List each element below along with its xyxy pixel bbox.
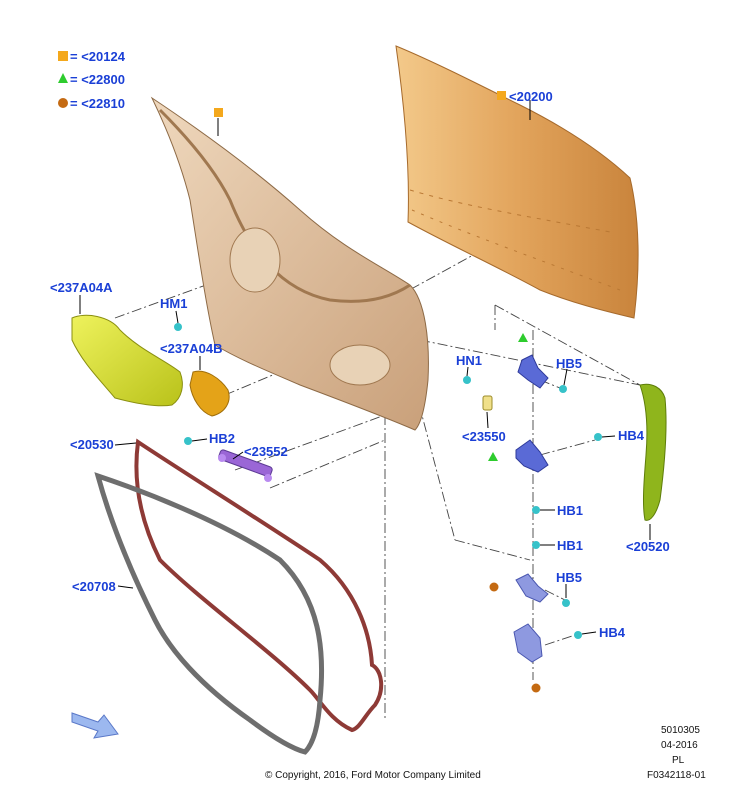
diagram-date: 04-2016: [661, 740, 698, 751]
figure-number: F0342118-01: [647, 770, 706, 781]
door-outer-panel: [395, 45, 639, 319]
diagram-lang: PL: [672, 755, 685, 766]
callout-hm1: HM1: [160, 296, 187, 311]
insulator-small: [189, 370, 230, 417]
callout-23552: <23552: [244, 444, 288, 459]
bolt-hb2: [184, 437, 192, 445]
weatherstrip-red: [134, 438, 384, 733]
legend-triangle-icon: [58, 73, 68, 83]
marker-circle-upper: [489, 582, 499, 592]
marker-square-frame: [214, 108, 223, 117]
legend-square-icon: [58, 51, 68, 61]
callout-20520: <20520: [626, 539, 670, 554]
callout-hb1-lower: HB1: [557, 538, 583, 553]
diagram-code: 5010305: [661, 725, 700, 736]
copyright-text: © Copyright, 2016, Ford Motor Company Li…: [265, 770, 481, 781]
legend-circle-icon: [58, 98, 68, 108]
callout-20200: <20200: [509, 89, 553, 104]
legend-label-22810: = <22810: [70, 96, 125, 111]
callout-hb4-upper: HB4: [618, 428, 645, 443]
leader-lines: [79, 100, 651, 635]
hinge-upper-2: [515, 439, 549, 473]
callout-hb2: HB2: [209, 431, 235, 446]
callout-hb5-lower: HB5: [556, 570, 582, 585]
bolt-hm1: [174, 323, 182, 331]
direction-arrow-icon: [71, 712, 119, 739]
bolt-hb4-upper: [594, 433, 602, 441]
legend-label-22800: = <22800: [70, 72, 125, 87]
marker-triangle-upper: [518, 333, 528, 342]
marker-circle-lower: [531, 683, 541, 693]
legend: = <20124 = <22800 = <22810: [58, 49, 126, 111]
bolt-hb1-upper: [532, 506, 540, 514]
bolt-hb5-upper: [559, 385, 567, 393]
callout-23550: <23550: [462, 429, 506, 444]
callout-20708: <20708: [72, 579, 116, 594]
weatherstrip-grey: [94, 472, 325, 755]
hinge-lower-2: [513, 623, 543, 663]
side-seal: [639, 383, 667, 521]
hinge-upper-1: [517, 354, 549, 389]
check-strap: [218, 449, 273, 482]
clip-23550: [482, 395, 493, 411]
marker-triangle-lower: [488, 452, 498, 461]
callout-237A04A: <237A04A: [50, 280, 113, 295]
callout-hb4-lower: HB4: [599, 625, 626, 640]
callout-20530: <20530: [70, 437, 114, 452]
insulator-large: [71, 314, 183, 407]
door-inner-frame: [150, 96, 429, 431]
callout-hb5-upper: HB5: [556, 356, 582, 371]
bolt-hb1-lower: [532, 541, 540, 549]
callout-hn1: HN1: [456, 353, 482, 368]
footer: © Copyright, 2016, Ford Motor Company Li…: [265, 725, 706, 781]
callout-237A04B: <237A04B: [160, 341, 223, 356]
legend-label-20124: = <20124: [70, 49, 126, 64]
hinge-lower-1: [515, 573, 549, 603]
bolt-hb4-lower: [574, 631, 582, 639]
fasteners: [174, 323, 602, 639]
bolt-hn1: [463, 376, 471, 384]
marker-square-skin: [497, 91, 506, 100]
callout-hb1-upper: HB1: [557, 503, 583, 518]
bolt-hb5-lower: [562, 599, 570, 607]
callouts: <20200 <237A04A HM1 <237A04B HN1 HB5 HB4…: [50, 89, 670, 640]
